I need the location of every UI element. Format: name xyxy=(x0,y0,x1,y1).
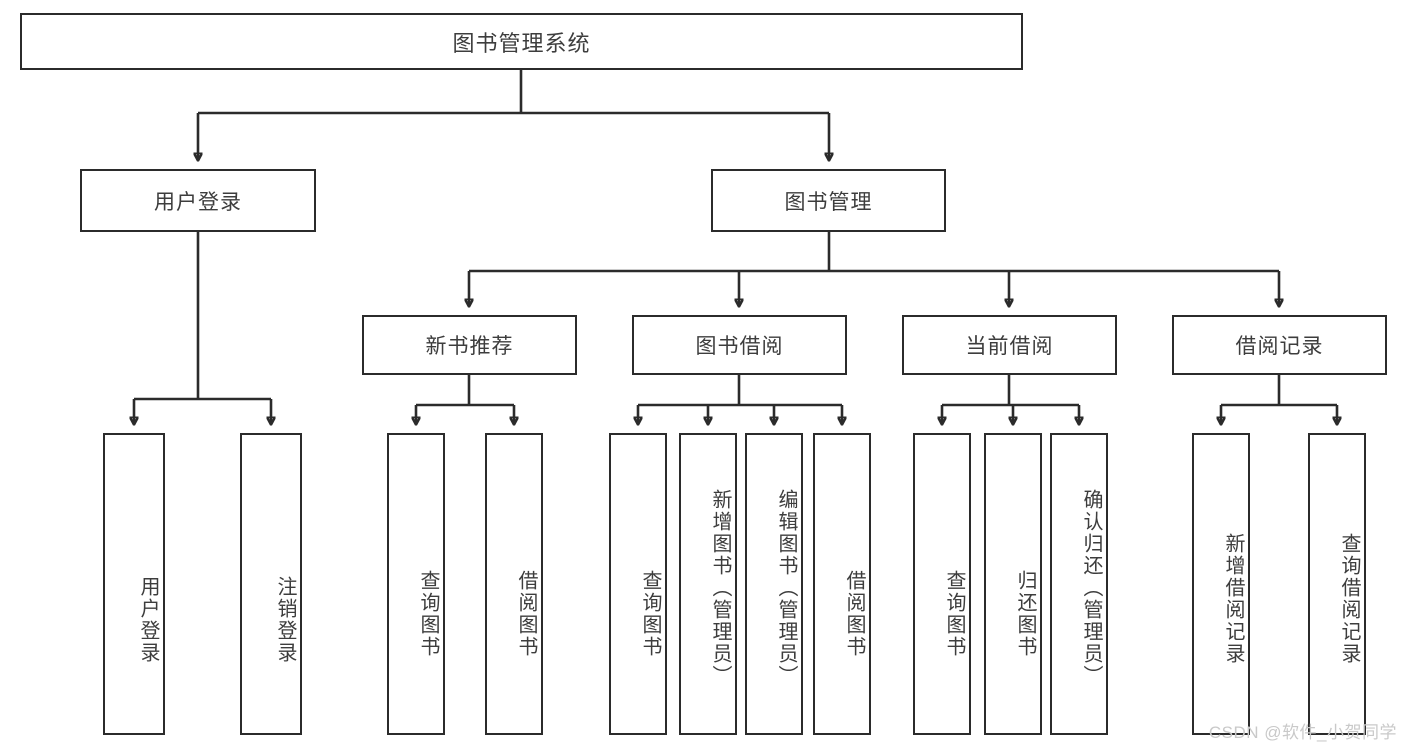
leaf-add-borrow-record[interactable]: 新增借阅记录 xyxy=(1192,433,1250,735)
leaf-confirm-return-admin[interactable]: 确认归还（管理员） xyxy=(1050,433,1108,735)
leaf-borrow-book-recommend[interactable]: 借阅图书 xyxy=(485,433,543,735)
leaf-return-book[interactable]: 归还图书 xyxy=(984,433,1042,735)
node-user-login[interactable]: 用户登录 xyxy=(80,169,316,232)
node-root-system[interactable]: 图书管理系统 xyxy=(20,13,1023,70)
node-new-book-recommend[interactable]: 新书推荐 xyxy=(362,315,577,375)
leaf-add-book-admin[interactable]: 新增图书（管理员） xyxy=(679,433,737,735)
leaf-query-book-current[interactable]: 查询图书 xyxy=(913,433,971,735)
node-book-borrow[interactable]: 图书借阅 xyxy=(632,315,847,375)
leaf-borrow-book[interactable]: 借阅图书 xyxy=(813,433,871,735)
node-borrow-record[interactable]: 借阅记录 xyxy=(1172,315,1387,375)
node-current-borrow[interactable]: 当前借阅 xyxy=(902,315,1117,375)
csdn-watermark: CSDN @软件_小贺同学 xyxy=(1208,723,1397,742)
leaf-user-login[interactable]: 用户登录 xyxy=(103,433,165,735)
leaf-user-logout[interactable]: 注销登录 xyxy=(240,433,302,735)
leaf-edit-book-admin[interactable]: 编辑图书（管理员） xyxy=(745,433,803,735)
leaf-query-borrow-record[interactable]: 查询借阅记录 xyxy=(1308,433,1366,735)
leaf-query-book-borrow[interactable]: 查询图书 xyxy=(609,433,667,735)
node-book-management[interactable]: 图书管理 xyxy=(711,169,946,232)
leaf-query-book-recommend[interactable]: 查询图书 xyxy=(387,433,445,735)
